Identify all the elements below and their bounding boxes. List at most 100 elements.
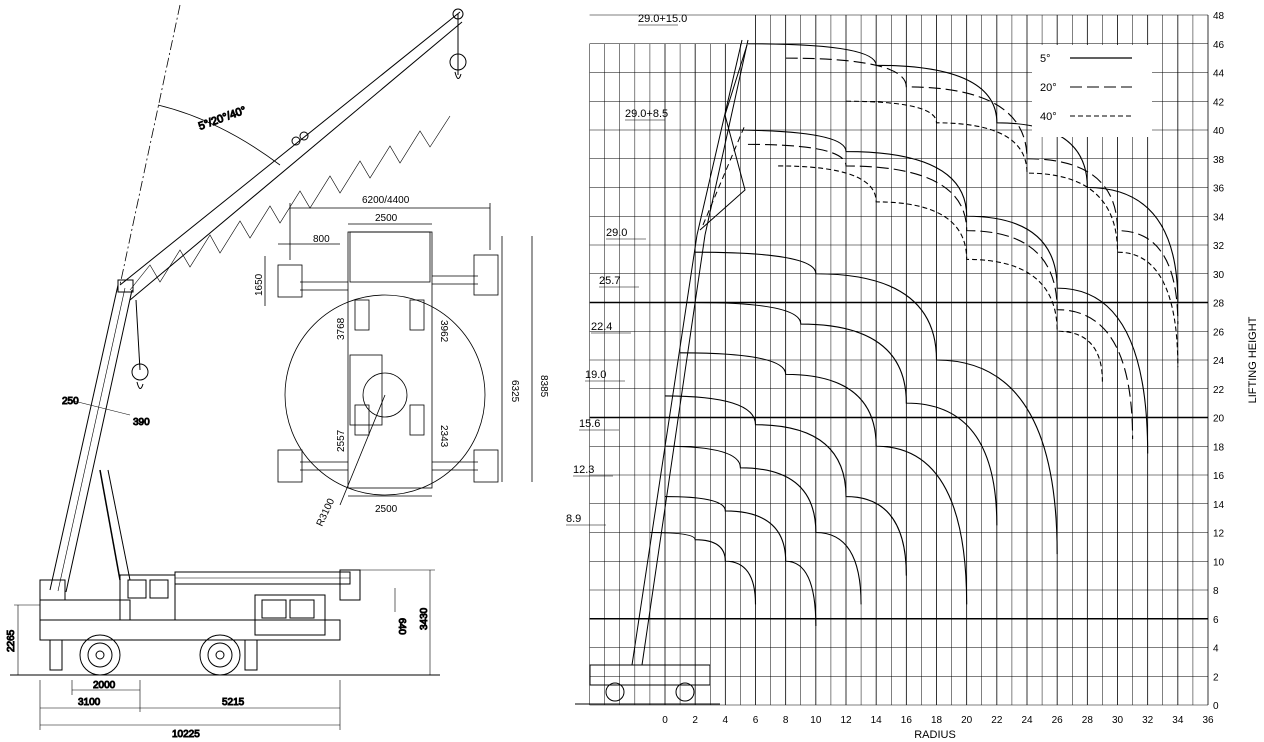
dim-2500-bottom: 2500 [375, 504, 398, 515]
y-tick: 16 [1213, 471, 1225, 482]
y-tick: 12 [1213, 529, 1225, 540]
y-tick: 20 [1213, 414, 1225, 425]
boom-label: 29.0+15.0 [638, 13, 687, 25]
dim-10225: 10225 [172, 729, 200, 740]
boom-label: 15.6 [579, 418, 600, 430]
curve-29-0 [695, 251, 1058, 555]
y-tick-labels: 0246810121416182022242628303234363840424… [1213, 11, 1225, 712]
y-tick: 0 [1213, 701, 1219, 712]
crane-side-view: 5°/20°/40° 250 39 [6, 4, 467, 741]
curve-22-4 [680, 352, 968, 605]
y-tick: 28 [1213, 299, 1225, 310]
y-tick: 30 [1213, 270, 1225, 281]
legend-20-label: 20° [1040, 82, 1057, 94]
dim-3430: 3430 [419, 607, 430, 630]
y-tick: 46 [1213, 40, 1225, 51]
dim-1650: 1650 [254, 273, 265, 296]
x-tick: 12 [840, 715, 852, 726]
curve-29-0-15-0-5- [747, 43, 1179, 303]
lifting-height-chart: 0246810121416182022242628303234363840424… [566, 11, 1259, 741]
chart-grid [589, 14, 1209, 706]
outrigger-pad-rr [473, 449, 499, 483]
outrigger-pad-fl [277, 264, 303, 298]
x-tick: 20 [961, 715, 973, 726]
curve-29-0-15-0-20- [785, 57, 1179, 325]
x-tick: 36 [1202, 715, 1214, 726]
y-tick: 4 [1213, 644, 1219, 655]
x-tick: 8 [783, 715, 789, 726]
x-tick: 34 [1172, 715, 1184, 726]
curve-12-3 [664, 496, 817, 626]
dim-8385: 8385 [538, 375, 549, 398]
y-tick: 8 [1213, 586, 1219, 597]
boom-label: 8.9 [566, 513, 581, 525]
y-tick: 34 [1213, 212, 1225, 223]
y-tick: 2 [1213, 672, 1219, 683]
main-boom [49, 284, 133, 593]
dim-250: 250 [62, 396, 79, 407]
x-tick: 0 [662, 715, 668, 726]
dim-3768: 3768 [336, 317, 347, 340]
y-axis-label: LIFTING HEIGHT [1247, 316, 1259, 403]
crane-top-view [264, 203, 533, 506]
side-dimensions [14, 569, 435, 730]
chart-crane-boom [575, 39, 749, 705]
dim-5215: 5215 [222, 697, 245, 708]
y-tick: 26 [1213, 327, 1225, 338]
curve-29-0-15-0-40- [845, 100, 1179, 368]
outrigger-pad-rl [277, 449, 303, 483]
x-tick: 30 [1112, 715, 1124, 726]
x-tick: 2 [692, 715, 698, 726]
dim-2557: 2557 [336, 429, 347, 452]
y-tick: 14 [1213, 500, 1225, 511]
chart-curves [649, 43, 1179, 626]
curve-29-0-8-5-20- [747, 143, 1134, 440]
boom-angle-arc [157, 104, 281, 166]
swing-circle [284, 294, 486, 496]
truck-wheels [49, 634, 258, 676]
y-tick: 40 [1213, 126, 1225, 137]
dim-2500-top: 2500 [375, 213, 398, 224]
curve-29-0-8-5-40- [778, 165, 1103, 382]
x-tick: 10 [810, 715, 822, 726]
curve-8-9 [649, 531, 757, 605]
x-axis-label: RADIUS [914, 729, 956, 741]
lattice-jib [119, 8, 467, 301]
dim-640: 640 [396, 618, 407, 635]
y-tick: 6 [1213, 615, 1219, 626]
boom-label: 19.0 [585, 369, 606, 381]
truck-carrier [39, 569, 361, 641]
y-tick: 22 [1213, 385, 1225, 396]
x-tick: 6 [753, 715, 759, 726]
y-tick: 42 [1213, 97, 1225, 108]
boom-length-labels: 29.0+15.029.0+8.529.025.722.419.015.612.… [566, 13, 687, 526]
dim-800: 800 [313, 234, 330, 245]
boom-label: 12.3 [573, 464, 594, 476]
dim-2265: 2265 [6, 629, 17, 652]
dim-6325: 6325 [509, 380, 520, 403]
x-tick: 28 [1082, 715, 1094, 726]
y-tick: 32 [1213, 241, 1225, 252]
y-tick: 36 [1213, 184, 1225, 195]
curve-15-6 [664, 445, 862, 605]
y-tick: 24 [1213, 356, 1225, 367]
curve-29-0-8-5-5- [725, 129, 1149, 454]
curve-19-0 [664, 395, 907, 576]
x-tick: 14 [871, 715, 883, 726]
x-tick: 4 [723, 715, 729, 726]
x-tick: 32 [1142, 715, 1154, 726]
x-tick: 16 [901, 715, 913, 726]
x-tick: 24 [1021, 715, 1033, 726]
dim-390: 390 [133, 417, 150, 428]
dim-3100: 3100 [78, 697, 101, 708]
curve-25-7 [695, 301, 998, 526]
boom-label: 22.4 [591, 321, 612, 333]
dim-3962: 3962 [438, 320, 449, 343]
y-tick: 48 [1213, 11, 1225, 22]
dim-2000: 2000 [93, 680, 116, 691]
x-tick: 18 [931, 715, 943, 726]
main-hook [117, 279, 149, 389]
outrigger-pad-fr [473, 254, 499, 296]
y-tick: 44 [1213, 69, 1225, 80]
